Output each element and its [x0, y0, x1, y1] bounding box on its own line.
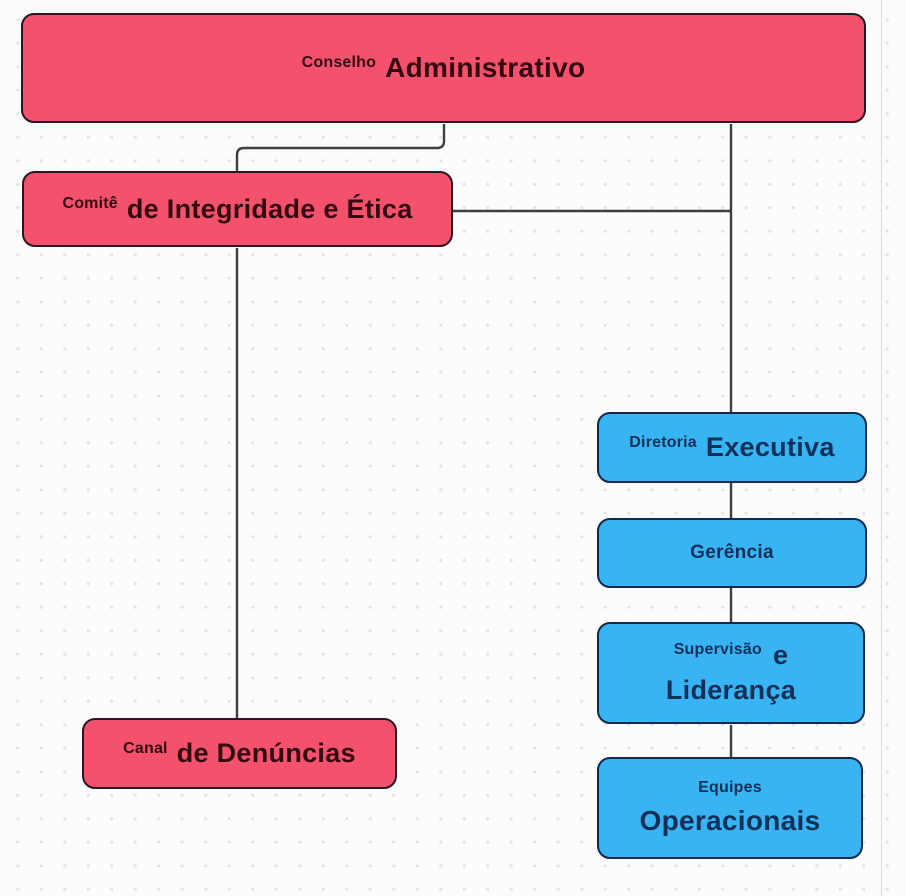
- node-prefix-label: Supervisão: [673, 640, 762, 658]
- node-main-label: Administrativo: [385, 52, 586, 83]
- node-text-column: Equipes Operacionais: [639, 779, 820, 837]
- node-prefix-label: Equipes: [698, 779, 762, 796]
- node-main-label: Operacionais: [639, 805, 821, 836]
- node-text-column: Supervisão e Liderança: [666, 640, 796, 706]
- org-node-conselho-administrativo[interactable]: Conselho Administrativo: [21, 13, 866, 123]
- org-node-canal-denuncias[interactable]: Canal de Denúncias: [82, 718, 397, 789]
- org-node-diretoria-executiva[interactable]: Diretoria Executiva: [597, 412, 867, 483]
- node-text-row: Conselho Administrativo: [302, 52, 586, 84]
- org-node-supervisao-lideranca[interactable]: Supervisão e Liderança: [597, 622, 865, 724]
- node-main-label: Gerência: [690, 542, 774, 563]
- node-prefix-label: Conselho: [301, 54, 377, 71]
- node-prefix-label: Diretoria: [629, 433, 697, 451]
- edge-conselho-comite: [235, 124, 446, 171]
- node-text-row: Canal de Denúncias: [123, 738, 356, 769]
- node-text-row: Supervisão e: [674, 640, 789, 671]
- org-node-gerencia[interactable]: Gerência: [597, 518, 867, 588]
- node-second-label: Liderança: [665, 675, 797, 705]
- node-text-row: Diretoria Executiva: [629, 432, 834, 463]
- page-edge-line: [881, 0, 882, 896]
- node-prefix-label: Comitê: [62, 195, 118, 212]
- node-main-label: de Integridade e Ética: [126, 193, 413, 224]
- org-node-comite-integridade-etica[interactable]: Comitê de Integridade e Ética: [22, 171, 453, 247]
- org-node-equipes-operacionais[interactable]: Equipes Operacionais: [597, 757, 863, 859]
- node-main-label: Executiva: [705, 432, 835, 462]
- node-main-label: de Denúncias: [176, 738, 356, 768]
- node-prefix-label: Canal: [123, 739, 168, 757]
- node-main-label: e: [772, 640, 789, 670]
- node-text-row: Comitê de Integridade e Ética: [62, 194, 412, 225]
